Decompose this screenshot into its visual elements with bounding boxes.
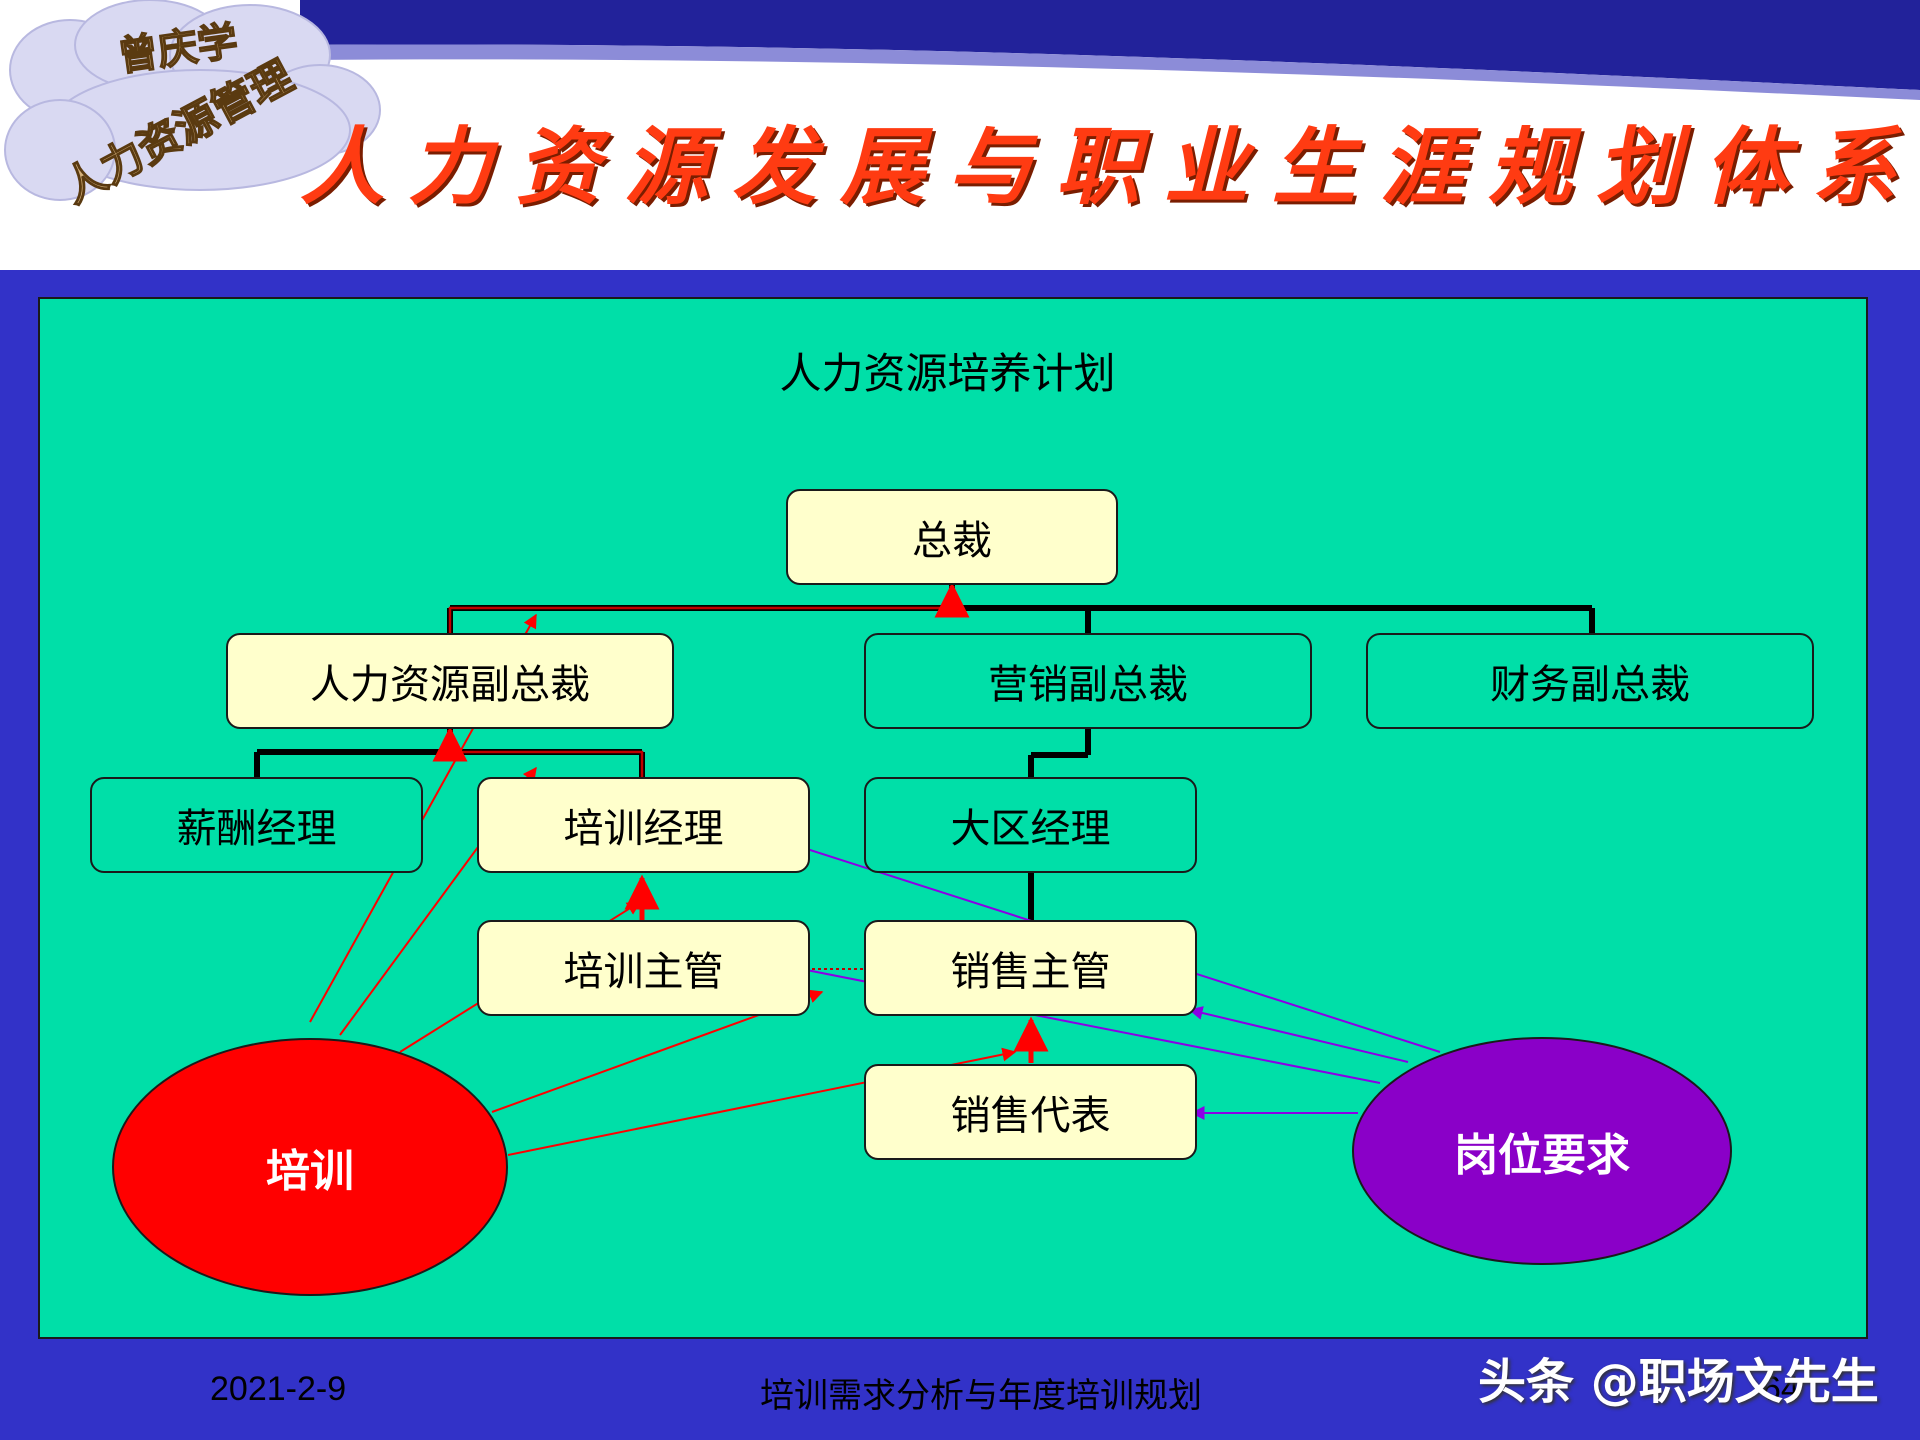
header-wave-stripe <box>300 0 1920 100</box>
regional-manager-box: 大区经理 <box>864 777 1197 873</box>
training-ellipse: 培训 <box>112 1038 508 1296</box>
footer-date: 2021-2-9 <box>210 1370 347 1408</box>
job-requirements-ellipse: 岗位要求 <box>1352 1037 1732 1265</box>
training-manager-box: 培训经理 <box>477 777 810 873</box>
sales-supervisor-box: 销售主管 <box>864 920 1197 1016</box>
footer-title: 培训需求分析与年度培训规划 <box>760 1376 1202 1416</box>
cloud-logo-icon: 曾庆学 人力资源管理 <box>4 0 381 214</box>
panel-title: 人力资源培养计划 <box>779 349 1116 398</box>
promotion-arrows <box>432 582 1049 1063</box>
career-path-lines <box>448 606 952 777</box>
marketing-vp-box: 营销副总裁 <box>864 633 1312 729</box>
logo-text-line1: 曾庆学 <box>115 17 240 80</box>
source-watermark: 头条 @职场文先生 <box>1478 1354 1879 1410</box>
hr-vp-box: 人力资源副总裁 <box>226 633 674 729</box>
comp-manager-box: 薪酬经理 <box>90 777 423 873</box>
training-supervisor-box: 培训主管 <box>477 920 810 1016</box>
sales-rep-box: 销售代表 <box>864 1064 1197 1160</box>
slide-title: 人力资源发展与职业生涯规划体系 <box>300 117 1920 216</box>
ceo-box: 总裁 <box>786 489 1118 585</box>
finance-vp-box: 财务副总裁 <box>1366 633 1814 729</box>
slide-header: 曾庆学 人力资源管理 人力资源发展与职业生涯规划体系 <box>0 0 1920 270</box>
footer-page-number: 64 <box>1762 1370 1800 1408</box>
